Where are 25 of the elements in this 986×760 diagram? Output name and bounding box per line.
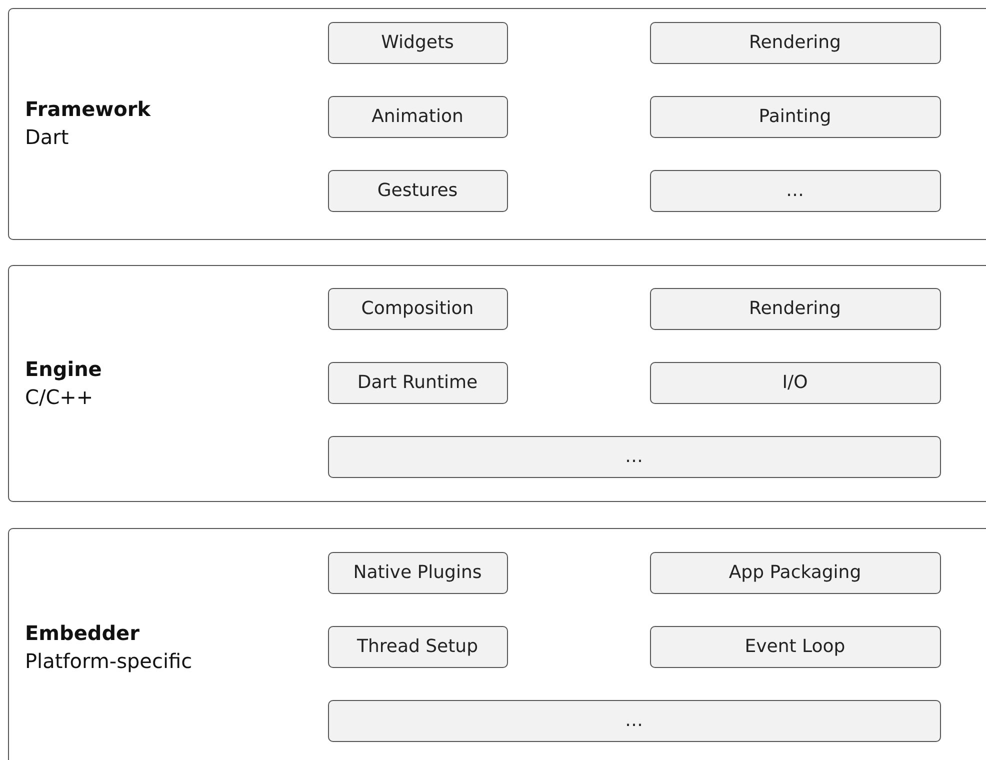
module-box: Dart Runtime xyxy=(328,362,508,404)
layer-panel xyxy=(8,8,986,240)
module-box: Animation xyxy=(328,96,508,138)
module-box: Rendering xyxy=(650,288,940,330)
module-box: Rendering xyxy=(650,22,940,64)
module-box: I/O xyxy=(650,362,940,404)
layer-panel xyxy=(8,528,986,760)
module-box: App Packaging xyxy=(650,552,940,594)
layer-subtitle: Dart xyxy=(25,125,69,149)
module-box: Gestures xyxy=(328,170,508,212)
module-box: Painting xyxy=(650,96,940,138)
layer-title: Engine xyxy=(25,356,102,380)
module-box: … xyxy=(650,170,940,212)
layer-title: Framework xyxy=(25,97,151,121)
module-box: Native Plugins xyxy=(328,552,508,594)
module-box: Widgets xyxy=(328,22,508,64)
layer-title: Embedder xyxy=(25,621,140,645)
module-box: Thread Setup xyxy=(328,626,508,668)
layer-panel xyxy=(8,265,986,502)
module-box: … xyxy=(328,436,940,478)
module-box: Composition xyxy=(328,288,508,330)
layer-subtitle: C/C++ xyxy=(25,384,94,408)
layer-subtitle: Platform-specific xyxy=(25,649,192,673)
module-box: … xyxy=(328,700,940,742)
module-box: Event Loop xyxy=(650,626,940,668)
